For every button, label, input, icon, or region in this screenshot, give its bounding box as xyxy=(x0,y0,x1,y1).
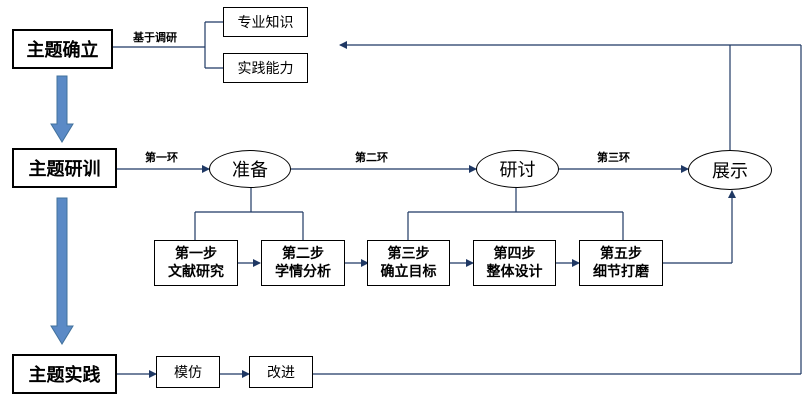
practice-imitate: 模仿 xyxy=(156,356,220,388)
stage-study: 主题研训 xyxy=(12,148,117,188)
label-link-third: 第三环 xyxy=(597,151,630,164)
step-1-number: 第一步 xyxy=(175,246,217,262)
step-5-number: 第五步 xyxy=(600,246,642,262)
step-4-name: 整体设计 xyxy=(486,264,543,280)
step-1-name: 文献研究 xyxy=(168,264,224,280)
step-5-name: 细节打磨 xyxy=(593,264,649,280)
step-2-name: 学情分析 xyxy=(275,264,331,280)
step-set-goals: 第三步 确立目标 xyxy=(367,240,450,286)
label-link-first: 第一环 xyxy=(145,151,178,164)
box-practical-ability: 实践能力 xyxy=(223,53,308,83)
step-3-number: 第三步 xyxy=(387,246,430,262)
step-literature-research: 第一步 文献研究 xyxy=(154,240,238,286)
label-link-second: 第二环 xyxy=(355,151,388,164)
step-3-name: 确立目标 xyxy=(380,264,437,280)
step-detail-polish: 第五步 细节打磨 xyxy=(579,240,663,286)
step-4-number: 第四步 xyxy=(493,246,536,262)
label-basis: 基于调研 xyxy=(133,31,177,44)
phase-present: 展示 xyxy=(688,150,772,190)
phase-discuss: 研讨 xyxy=(476,150,559,188)
practice-improve: 改进 xyxy=(249,356,313,388)
down-arrow-1 xyxy=(50,75,74,143)
box-professional-knowledge: 专业知识 xyxy=(223,7,308,37)
down-arrow-2 xyxy=(50,197,74,345)
step-learning-analysis: 第二步 学情分析 xyxy=(261,240,345,286)
step-overall-design: 第四步 整体设计 xyxy=(473,240,556,286)
step-2-number: 第二步 xyxy=(282,246,324,262)
phase-prepare: 准备 xyxy=(209,150,291,188)
stage-establish: 主题确立 xyxy=(12,29,113,69)
stage-practice: 主题实践 xyxy=(12,354,117,394)
